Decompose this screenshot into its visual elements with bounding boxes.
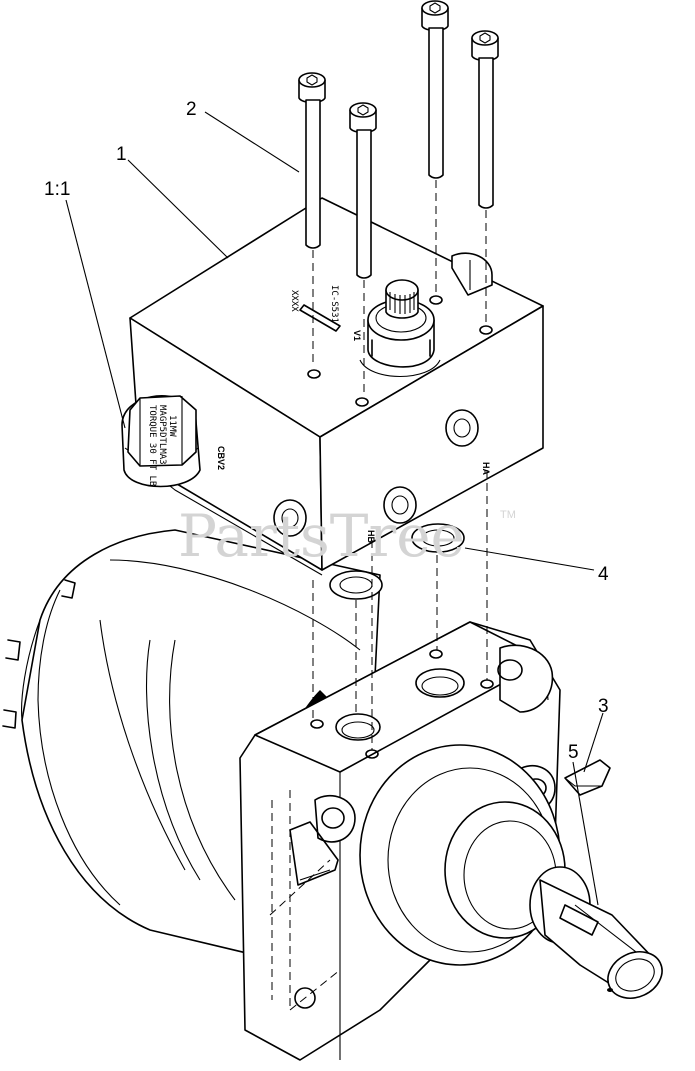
port-label-cbv2: CBV2 (216, 446, 226, 470)
callout-1-1: 1:1 (44, 179, 70, 200)
cartridge-label-line1: TORQUE 30 FT LB (147, 405, 157, 486)
callout-leaders (65, 111, 604, 906)
port-label-v1: V1 (352, 330, 362, 341)
watermark: PartsTree (178, 502, 465, 570)
port-label-ha: HA (481, 462, 491, 475)
cartridge-label-line2: MAGP5DTLMA3 (157, 405, 167, 465)
callout-4: 4 (598, 564, 609, 585)
port-label-hb: HB (366, 530, 376, 543)
valve-block (121, 197, 544, 576)
o-rings (329, 523, 465, 600)
watermark-tm: TM (500, 509, 516, 521)
callout-2: 2 (186, 99, 197, 120)
callout-3: 3 (598, 696, 609, 717)
callout-1: 1 (116, 144, 127, 165)
block-part-number: IC-S531 (329, 285, 339, 323)
socket-head-bolts (298, 0, 499, 279)
cartridge-label-line3: 11MW (167, 415, 177, 437)
assembly-centerlines (312, 180, 488, 750)
callout-5: 5 (568, 742, 579, 763)
hydraulic-motor (2, 529, 663, 1061)
block-part-code: XXXX (289, 290, 299, 312)
